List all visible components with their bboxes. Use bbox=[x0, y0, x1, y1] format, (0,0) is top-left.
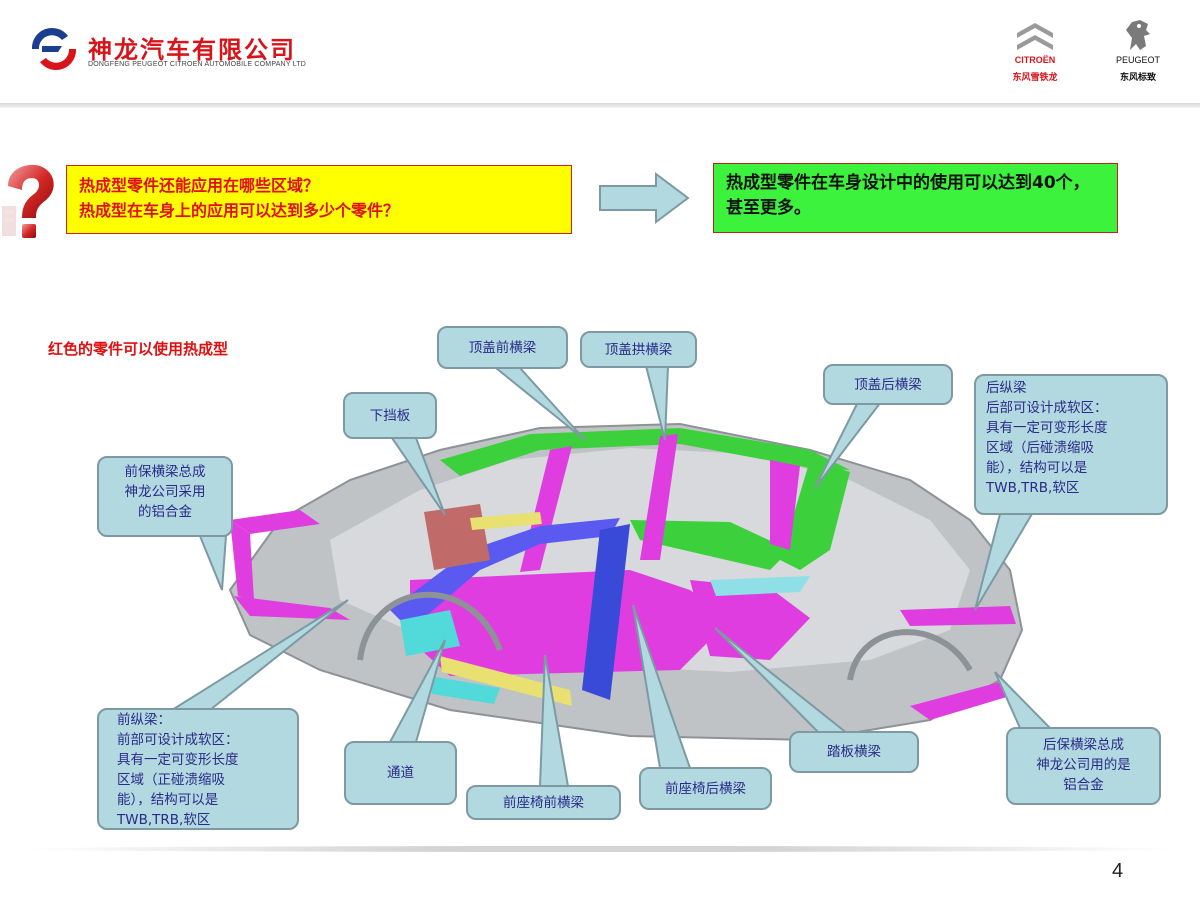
header-divider bbox=[0, 103, 1200, 108]
peugeot-lion-icon bbox=[1126, 20, 1150, 50]
callout-roof-arch-crossbeam: 顶盖拱横梁 bbox=[580, 331, 697, 368]
car-body-diagram bbox=[228, 422, 1024, 742]
header: 神龙汽车有限公司 DONGFENG PEUGEOT CITROEN AUTOMO… bbox=[0, 0, 1200, 104]
callout-roof-front-crossbeam: 顶盖前横梁 bbox=[437, 326, 568, 369]
callout-front-seat-rear-crossbeam: 前座椅后横梁 bbox=[639, 767, 772, 810]
diagram-title: 红色的零件可以使用热成型 bbox=[48, 340, 229, 358]
company-logo-icon bbox=[31, 27, 77, 71]
callout-rear-rail: 后纵梁 后部可设计成软区： 具有一定可变形长度 区域（后碰溃缩吸 能），结构可以… bbox=[974, 374, 1168, 515]
callout-front-seat-front-crossbeam: 前座椅前横梁 bbox=[466, 785, 621, 820]
citroen-brand-name: CITROËN bbox=[1014, 55, 1056, 65]
callout-roof-rear-crossbeam: 顶盖后横梁 bbox=[823, 364, 953, 405]
callout-dash-lower: 下挡板 bbox=[343, 392, 437, 439]
question-line-1: 热成型零件还能应用在哪些区域？ bbox=[79, 176, 320, 195]
callout-tunnel: 通道 bbox=[344, 741, 457, 805]
question-box: 热成型零件还能应用在哪些区域？ 热成型在车身上的应用可以达到多少个零件？ bbox=[66, 165, 572, 234]
footer-divider bbox=[20, 846, 1180, 852]
callout-front-bumper-beam: 前保横梁总成 神龙公司采用 的铝合金 bbox=[97, 456, 233, 537]
page-number: 4 bbox=[1112, 860, 1124, 882]
callout-rear-bumper-beam: 后保横梁总成 神龙公司用的是 铝合金 bbox=[1006, 727, 1161, 805]
question-mark-icon bbox=[2, 164, 54, 238]
question-line-2: 热成型在车身上的应用可以达到多少个零件？ bbox=[79, 201, 400, 220]
citroen-chevron-icon bbox=[1017, 23, 1053, 50]
peugeot-brand-name: PEUGEOT bbox=[1115, 55, 1160, 65]
callout-pedal-crossbeam: 踏板横梁 bbox=[789, 731, 919, 773]
citroen-brand-name-cn: 东风雪铁龙 bbox=[1012, 73, 1058, 83]
company-name-en: DONGFENG PEUGEOT CITROEN AUTOMOBILE COMP… bbox=[88, 61, 307, 68]
company-name: 神龙汽车有限公司 bbox=[88, 36, 296, 64]
arrow-right-icon bbox=[599, 172, 690, 224]
answer-box: 热成型零件在车身设计中的使用可以达到40个，甚至更多。 bbox=[713, 163, 1118, 233]
peugeot-brand-name-cn: 东风标致 bbox=[1119, 73, 1156, 83]
callout-front-rail: 前纵梁： 前部可设计成软区： 具有一定可变形长度 区域（正碰溃缩吸 能），结构可… bbox=[97, 708, 299, 830]
